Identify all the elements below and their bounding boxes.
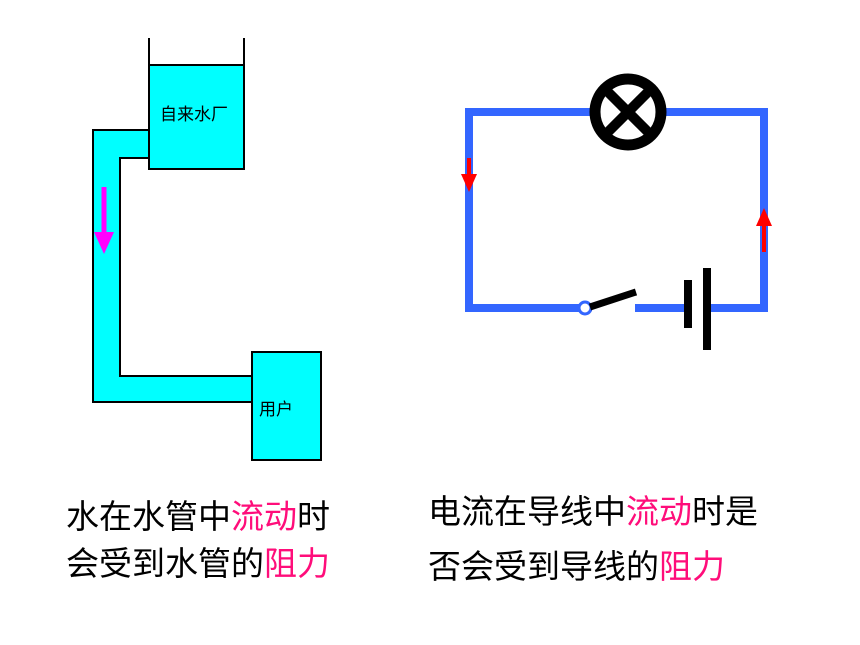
right-caption: 电流在导线中流动时是 否会受到导线的阻力 xyxy=(428,484,758,594)
user-box xyxy=(251,351,322,461)
water-flow-arrow-icon xyxy=(94,187,114,254)
caption-text: 否会受到导线的 xyxy=(428,547,659,586)
water-tank xyxy=(148,64,245,170)
caption-text: 会受到水管的 xyxy=(66,544,264,583)
water-system: 自来水厂 用户 xyxy=(92,38,322,461)
battery-icon xyxy=(684,268,711,350)
current-arrow-up-icon xyxy=(756,208,772,252)
water-pipe xyxy=(92,129,253,403)
user-label: 用户 xyxy=(259,400,293,420)
caption-highlight: 阻力 xyxy=(264,544,330,583)
right-caption-line2: 否会受到导线的阻力 xyxy=(428,539,758,594)
tank-label: 自来水厂 xyxy=(160,105,228,125)
bulb-icon xyxy=(589,73,667,151)
left-caption-line1: 水在水管中流动时 xyxy=(66,493,330,540)
electric-circuit xyxy=(461,73,772,350)
caption-highlight: 流动 xyxy=(231,497,297,536)
current-arrow-down-icon xyxy=(461,158,477,192)
caption-highlight: 阻力 xyxy=(659,547,725,586)
caption-highlight: 流动 xyxy=(626,492,692,531)
caption-text: 时 xyxy=(297,497,330,536)
left-caption-line2: 会受到水管的阻力 xyxy=(66,540,330,587)
caption-text: 电流在导线中 xyxy=(428,492,626,531)
switch-icon xyxy=(577,288,638,316)
caption-text: 时是 xyxy=(692,492,758,531)
caption-text: 水在水管中 xyxy=(66,497,231,536)
right-caption-line1: 电流在导线中流动时是 xyxy=(428,484,758,539)
left-caption: 水在水管中流动时 会受到水管的阻力 xyxy=(66,493,330,587)
